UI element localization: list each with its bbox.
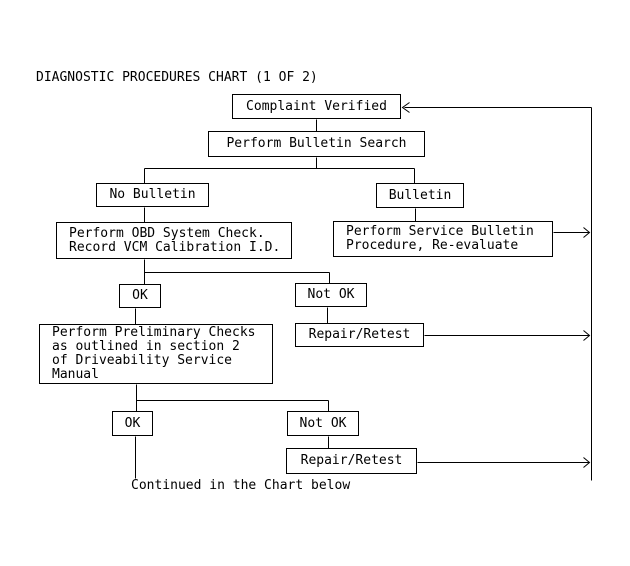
arrowhead-service-icon	[583, 227, 591, 238]
node-bulletin: Bulletin	[376, 183, 464, 208]
node-repair-retest-1: Repair/Retest	[295, 323, 424, 347]
node-preliminary-checks: Perform Preliminary Checks as outlined i…	[39, 324, 273, 384]
node-service-bulletin-procedure: Perform Service Bulletin Procedure, Re-e…	[333, 221, 553, 257]
node-complaint-verified: Complaint Verified	[232, 94, 401, 119]
node-not-ok-1: Not OK	[295, 283, 367, 307]
node-ok-1: OK	[119, 284, 161, 308]
arrowhead-repair1-icon	[583, 330, 591, 341]
continued-note: Continued in the Chart below	[131, 478, 351, 493]
node-no-bulletin: No Bulletin	[96, 183, 209, 207]
arrowhead-into-complaint-icon	[401, 102, 410, 113]
node-perform-bulletin-search: Perform Bulletin Search	[208, 131, 425, 157]
page-title: DIAGNOSTIC PROCEDURES CHART (1 OF 2)	[36, 70, 318, 85]
node-obd-system-check: Perform OBD System Check. Record VCM Cal…	[56, 222, 292, 259]
node-not-ok-2: Not OK	[287, 411, 359, 436]
node-ok-2: OK	[112, 411, 153, 436]
node-repair-retest-2: Repair/Retest	[286, 448, 417, 474]
arrowhead-repair2-icon	[583, 457, 591, 468]
